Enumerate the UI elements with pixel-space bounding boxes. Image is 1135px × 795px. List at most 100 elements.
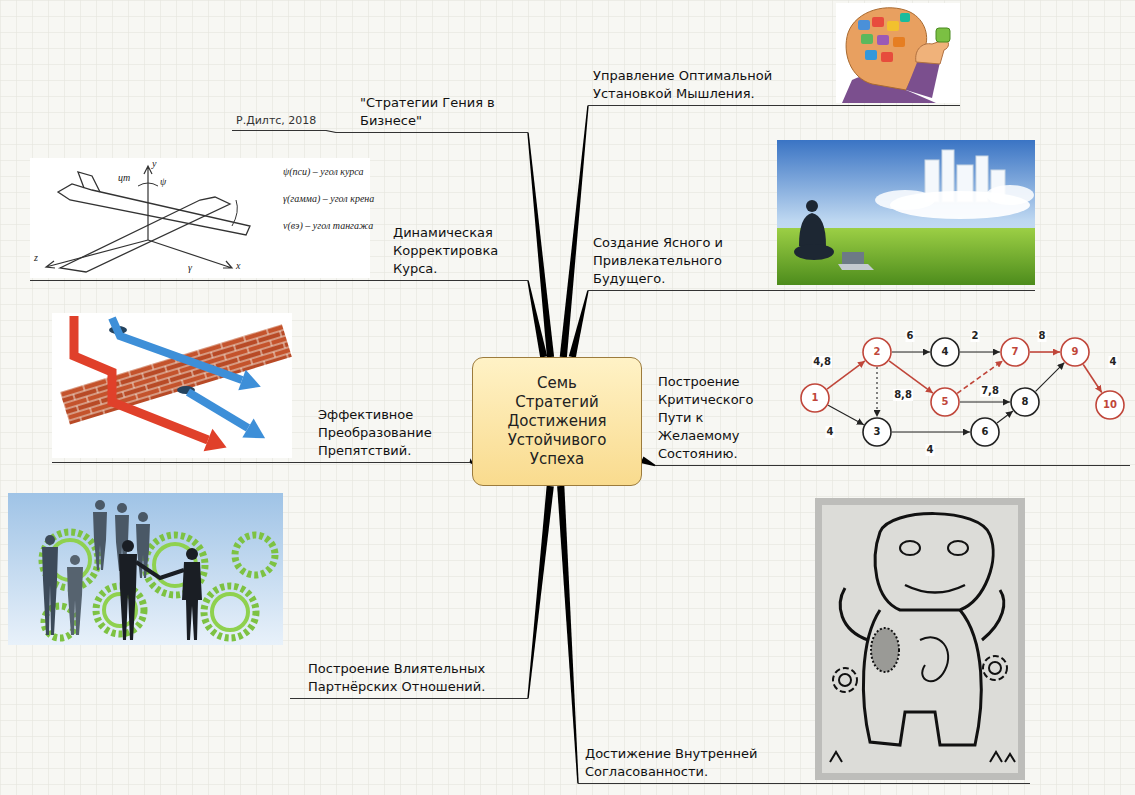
branch-connector bbox=[527, 280, 547, 357]
path-arrow bbox=[1030, 351, 1060, 353]
topic-text: Построение Влиятельных Партнёрских Отнош… bbox=[308, 660, 518, 696]
puzzle-piece bbox=[936, 28, 950, 42]
event-number: 3 bbox=[874, 426, 881, 438]
arm bbox=[906, 60, 940, 98]
person-legs bbox=[794, 244, 834, 260]
source-note: Р.Дилтс, 2018 bbox=[232, 114, 326, 131]
future-city-picture bbox=[777, 140, 1035, 285]
edge-weight: 4 bbox=[926, 444, 935, 456]
picture-ground bbox=[8, 493, 283, 645]
branch-topic: Создание Ясного и Привлекательного Будущ… bbox=[588, 234, 1035, 291]
edge-weight: 7,8 bbox=[980, 385, 1000, 397]
topic-text: Динамическая Корректировка Курса. bbox=[393, 224, 525, 278]
picture-frame bbox=[815, 498, 1025, 780]
person-silhouette bbox=[42, 547, 58, 635]
obstacle-picture bbox=[52, 313, 292, 458]
blue-arrowhead bbox=[242, 419, 265, 439]
person-silhouette bbox=[182, 562, 202, 640]
branch-topic: Динамическая Корректировка Курса. bbox=[30, 224, 528, 281]
puzzle-piece bbox=[872, 17, 884, 27]
axis-label: x bbox=[236, 260, 240, 272]
edge-weight: 8,8 bbox=[893, 389, 913, 401]
branch-topic: Построение Критического Пути к Желаемому… bbox=[655, 373, 1130, 466]
person-body bbox=[799, 213, 826, 246]
blue-arrow bbox=[188, 392, 248, 428]
gear bbox=[235, 535, 275, 575]
picture-ground bbox=[836, 3, 960, 103]
topic-text: Построение Критического Пути к Желаемому… bbox=[658, 373, 762, 463]
event-circle: 4 bbox=[930, 337, 960, 367]
person-head bbox=[122, 540, 134, 552]
branch-connector bbox=[560, 105, 589, 357]
blue-arrowhead bbox=[238, 370, 260, 391]
central-topic: Семь Стратегий Достижения Устойчивого Ус… bbox=[472, 357, 642, 486]
puzzle-piece bbox=[893, 37, 905, 47]
event-number: 6 bbox=[982, 426, 989, 438]
circle-outline bbox=[863, 338, 891, 366]
axis-label: γ(гамма) – угол крена bbox=[283, 193, 374, 205]
event-number: 4 bbox=[942, 346, 949, 358]
puzzle-piece bbox=[881, 52, 893, 62]
figure-body bbox=[863, 610, 981, 745]
branch-connector bbox=[557, 486, 579, 784]
figure-arm bbox=[982, 590, 1004, 640]
angle-arc bbox=[232, 200, 237, 226]
event-circle: 3 bbox=[862, 417, 892, 447]
person-head bbox=[117, 503, 127, 513]
puzzle-piece bbox=[877, 35, 889, 45]
path-arrow bbox=[960, 401, 1010, 402]
circle-outline bbox=[1011, 388, 1039, 416]
person-silhouette bbox=[93, 512, 107, 570]
event-circle: 6 bbox=[970, 417, 1000, 447]
gear bbox=[96, 586, 144, 634]
person-head bbox=[138, 512, 148, 522]
path-arrow bbox=[876, 367, 877, 417]
event-number: 9 bbox=[1072, 346, 1079, 358]
fuselage bbox=[58, 184, 250, 235]
circle-outline bbox=[971, 418, 999, 446]
branch-connector bbox=[569, 290, 589, 357]
angle-arc bbox=[138, 183, 158, 186]
axis-label: z bbox=[34, 252, 38, 264]
path-arrow bbox=[827, 361, 865, 389]
topic-text: Создание Ясного и Привлекательного Будущ… bbox=[593, 234, 753, 288]
branch-topic: "Стратегии Гения в Бизнесе" bbox=[336, 94, 528, 133]
flower bbox=[839, 674, 851, 686]
circle-outline bbox=[1096, 391, 1124, 419]
branch-topic: Построение Влиятельных Партнёрских Отнош… bbox=[290, 660, 528, 699]
edge-weight: 4 bbox=[1109, 356, 1118, 368]
path-arrow bbox=[997, 411, 1013, 423]
cloud bbox=[875, 190, 935, 210]
axis-label: γ bbox=[188, 262, 192, 274]
partners-picture bbox=[8, 493, 283, 645]
puzzle-piece bbox=[861, 34, 873, 44]
path-arrow bbox=[960, 351, 1000, 352]
path-arrow bbox=[326, 131, 336, 133]
edge-weight: 8 bbox=[1038, 330, 1047, 342]
z-axis bbox=[46, 240, 148, 268]
person-head bbox=[95, 500, 105, 510]
inner-figure-picture bbox=[815, 498, 1025, 780]
branch-connector bbox=[641, 456, 656, 466]
edge-weight: 4 bbox=[826, 426, 835, 438]
airplane-axes-picture bbox=[30, 158, 370, 278]
brick-wall bbox=[60, 324, 292, 424]
path-arrow bbox=[892, 431, 970, 432]
person-silhouette bbox=[119, 554, 137, 640]
person-head bbox=[806, 200, 818, 212]
event-number: 10 bbox=[1103, 399, 1117, 411]
topic-text: "Стратегии Гения в Бизнесе" bbox=[360, 94, 525, 130]
branch-topic: Эффективное Преобразование Препятствий. bbox=[52, 406, 470, 463]
axis-label: ψ(пси) – угол курса bbox=[283, 166, 363, 178]
topic-text: Р.Дилтс, 2018 bbox=[236, 114, 326, 128]
circle-outline bbox=[931, 388, 959, 416]
edge-weight: 2 bbox=[971, 330, 980, 342]
event-circle: 8 bbox=[1010, 387, 1040, 417]
axis-label: y bbox=[152, 158, 156, 170]
person-head bbox=[186, 548, 198, 560]
circle-outline bbox=[1061, 338, 1089, 366]
flower bbox=[989, 662, 1001, 674]
